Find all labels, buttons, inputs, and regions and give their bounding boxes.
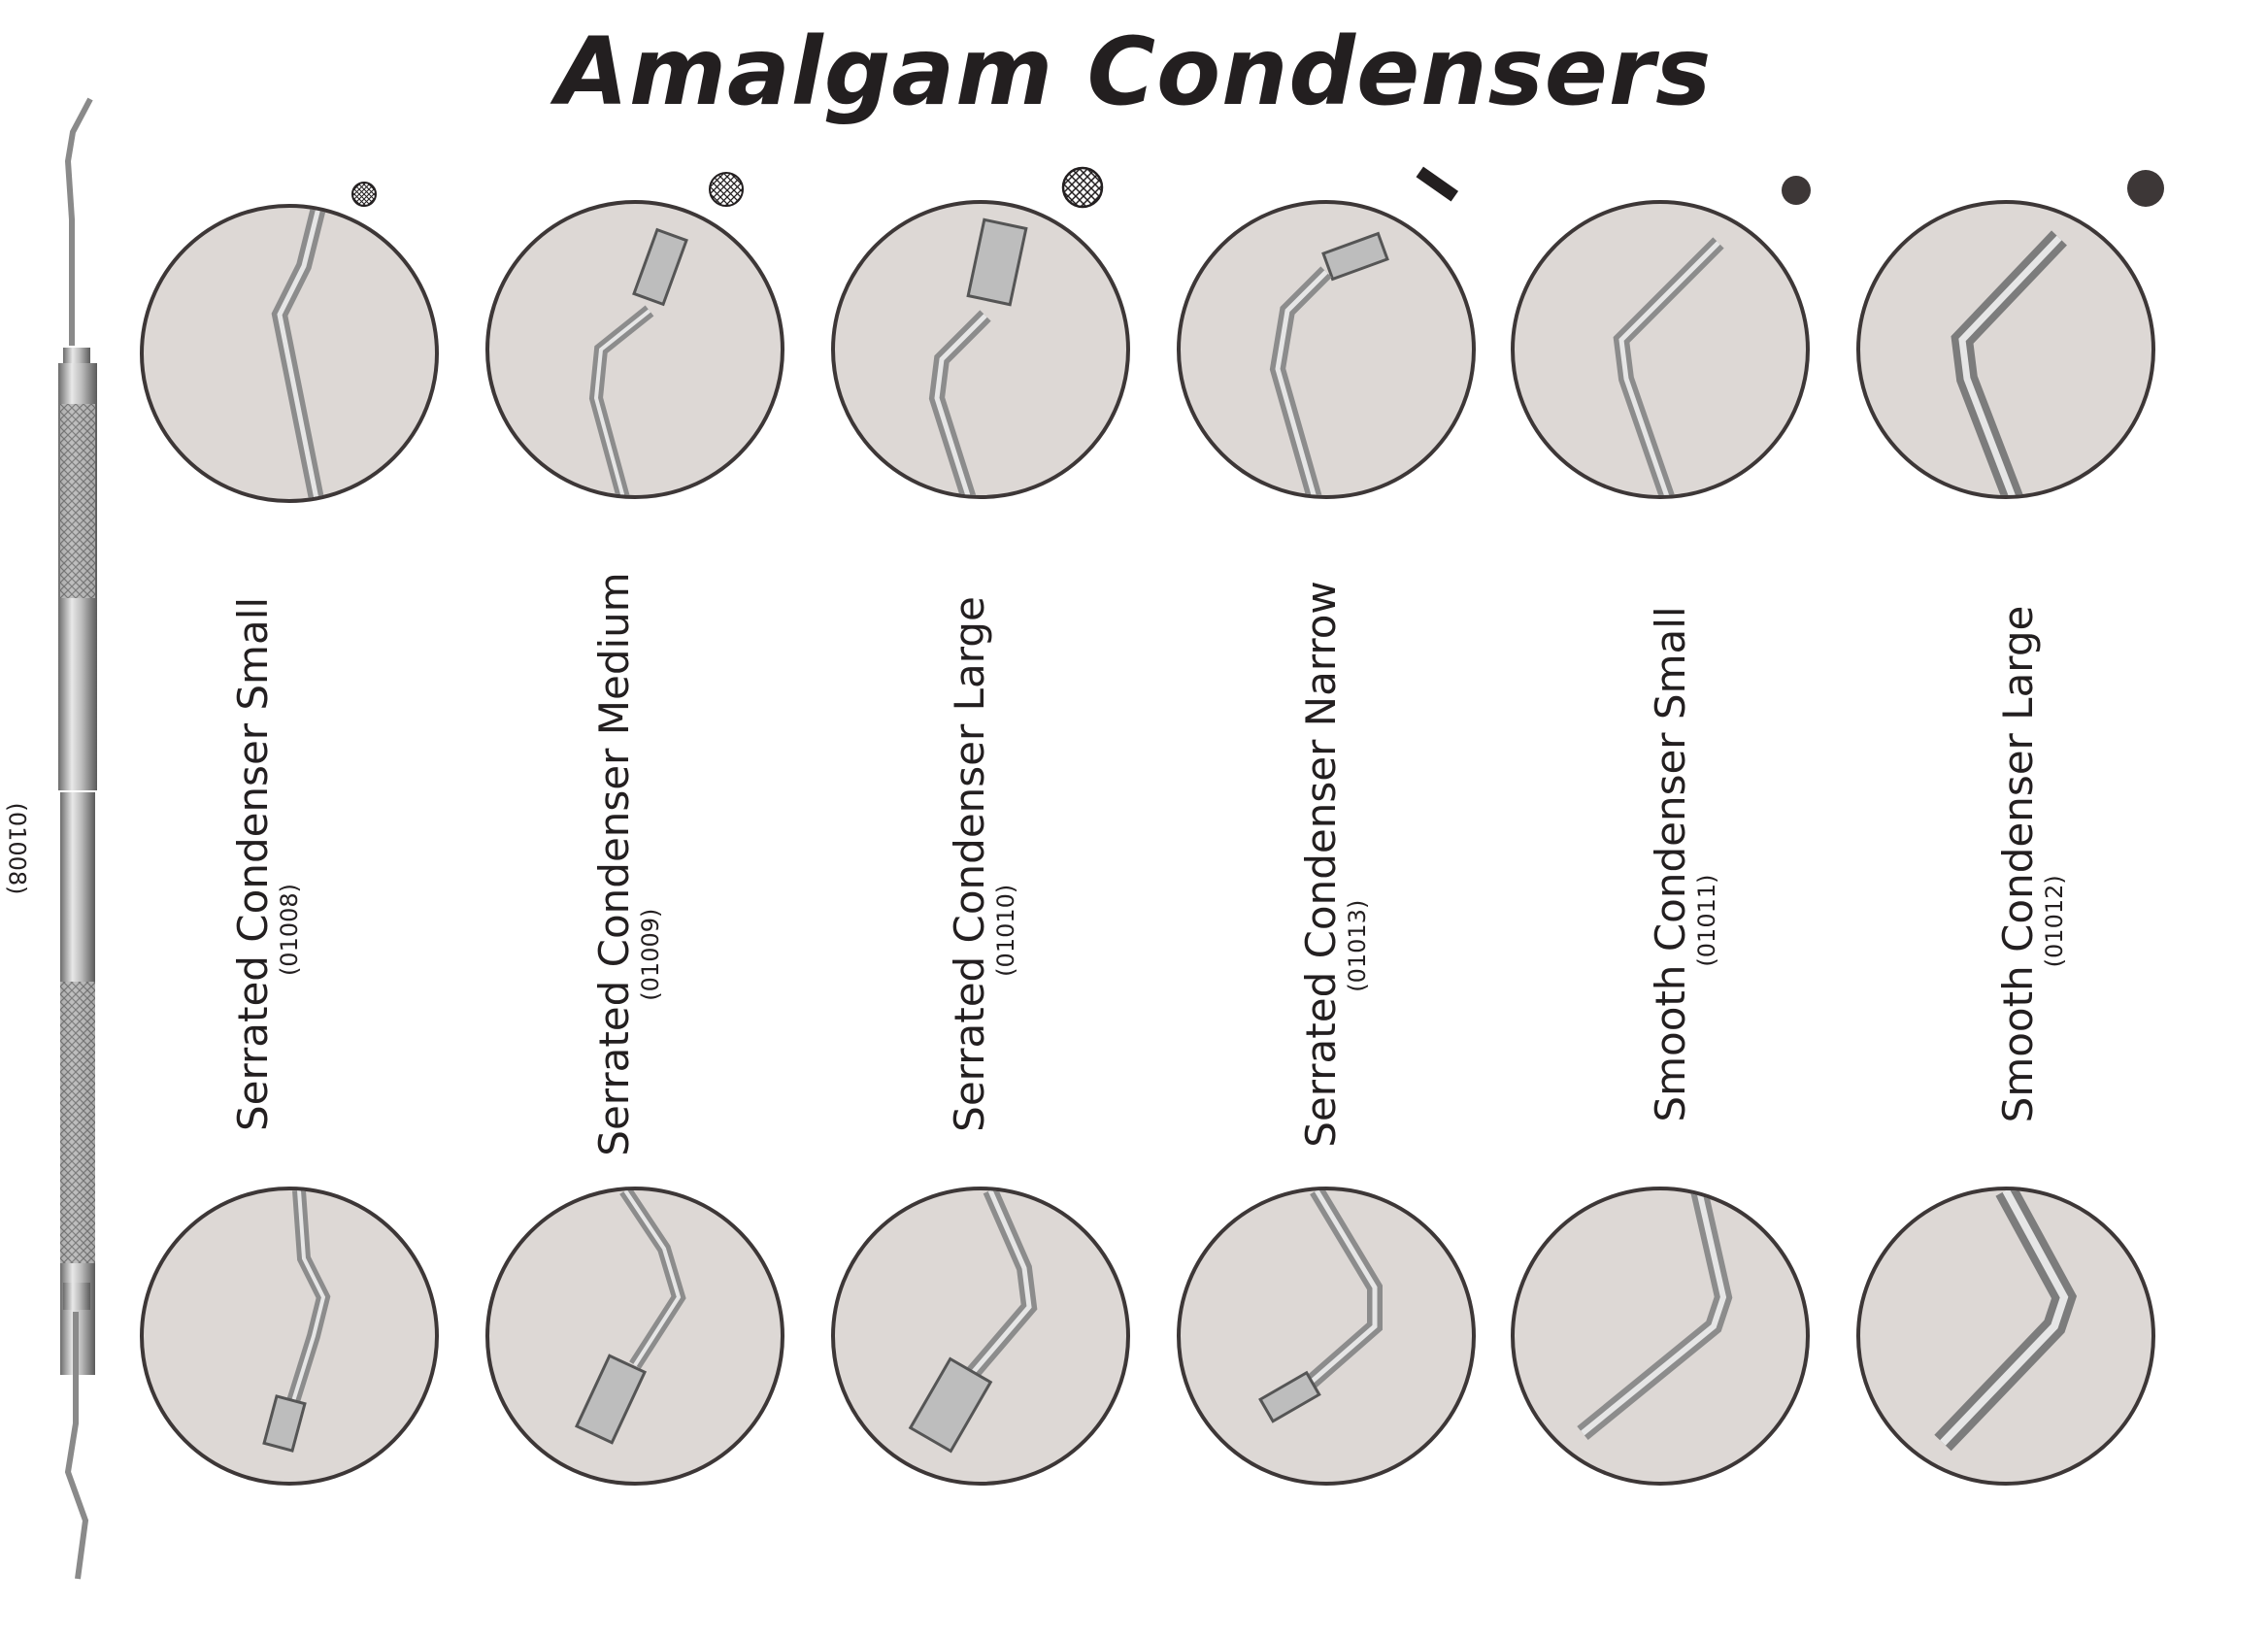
bottom-lens-serrated-medium xyxy=(485,1187,784,1486)
instrument-name: Serrated Condenser Large xyxy=(946,596,993,1132)
instrument-code: (01011) xyxy=(1693,874,1720,967)
instrument-code: (01013) xyxy=(1344,899,1371,992)
serrated-small-icon xyxy=(351,182,377,207)
instrument-name: Serrated Condenser Medium xyxy=(590,572,638,1156)
label-smooth-small: Smooth Condenser Small (01011) xyxy=(1647,563,1720,1165)
narrow-bar-icon xyxy=(1416,166,1459,202)
instrument-name: Serrated Condenser Small xyxy=(229,596,277,1132)
instrument-name: Smooth Condenser Large xyxy=(1994,605,2042,1123)
bottom-lens-smooth-small xyxy=(1511,1187,1810,1486)
instrument-code: (01008) xyxy=(276,883,303,977)
label-serrated-large: Serrated Condenser Large (01010) xyxy=(946,563,1019,1165)
label-smooth-large: Smooth Condenser Large (01012) xyxy=(1994,563,2068,1165)
top-lens-smooth-small xyxy=(1511,200,1810,499)
top-lens-serrated-small xyxy=(140,204,439,503)
instrument-code: (01009) xyxy=(637,908,664,1001)
top-lens-smooth-large xyxy=(1856,200,2155,499)
label-serrated-narrow: Serrated Condenser Narrow (01013) xyxy=(1297,563,1371,1165)
bottom-lens-serrated-narrow xyxy=(1177,1187,1476,1486)
instrument-code: (01012) xyxy=(2041,875,2068,968)
smooth-small-dot-icon xyxy=(1782,176,1811,205)
bottom-lens-smooth-large xyxy=(1856,1187,2155,1486)
top-lens-serrated-medium xyxy=(485,200,784,499)
side-code: (01008) xyxy=(3,802,31,895)
serrated-medium-icon xyxy=(709,172,744,207)
instrument-code: (01010) xyxy=(992,884,1019,977)
instrument-name: Serrated Condenser Narrow xyxy=(1297,581,1345,1148)
bottom-lens-serrated-large xyxy=(831,1187,1130,1486)
page-title: Amalgam Condensers xyxy=(555,17,1713,126)
top-lens-serrated-narrow xyxy=(1177,200,1476,499)
smooth-large-dot-icon xyxy=(2127,170,2164,207)
top-lens-serrated-large xyxy=(831,200,1130,499)
full-instrument-image xyxy=(58,97,97,1580)
label-serrated-small: Serrated Condenser Small (01008) xyxy=(229,563,303,1165)
bottom-lens-serrated-small xyxy=(140,1187,439,1486)
serrated-large-icon xyxy=(1061,166,1104,209)
label-serrated-medium: Serrated Condenser Medium (01009) xyxy=(590,563,664,1165)
instrument-name: Smooth Condenser Small xyxy=(1647,606,1694,1122)
